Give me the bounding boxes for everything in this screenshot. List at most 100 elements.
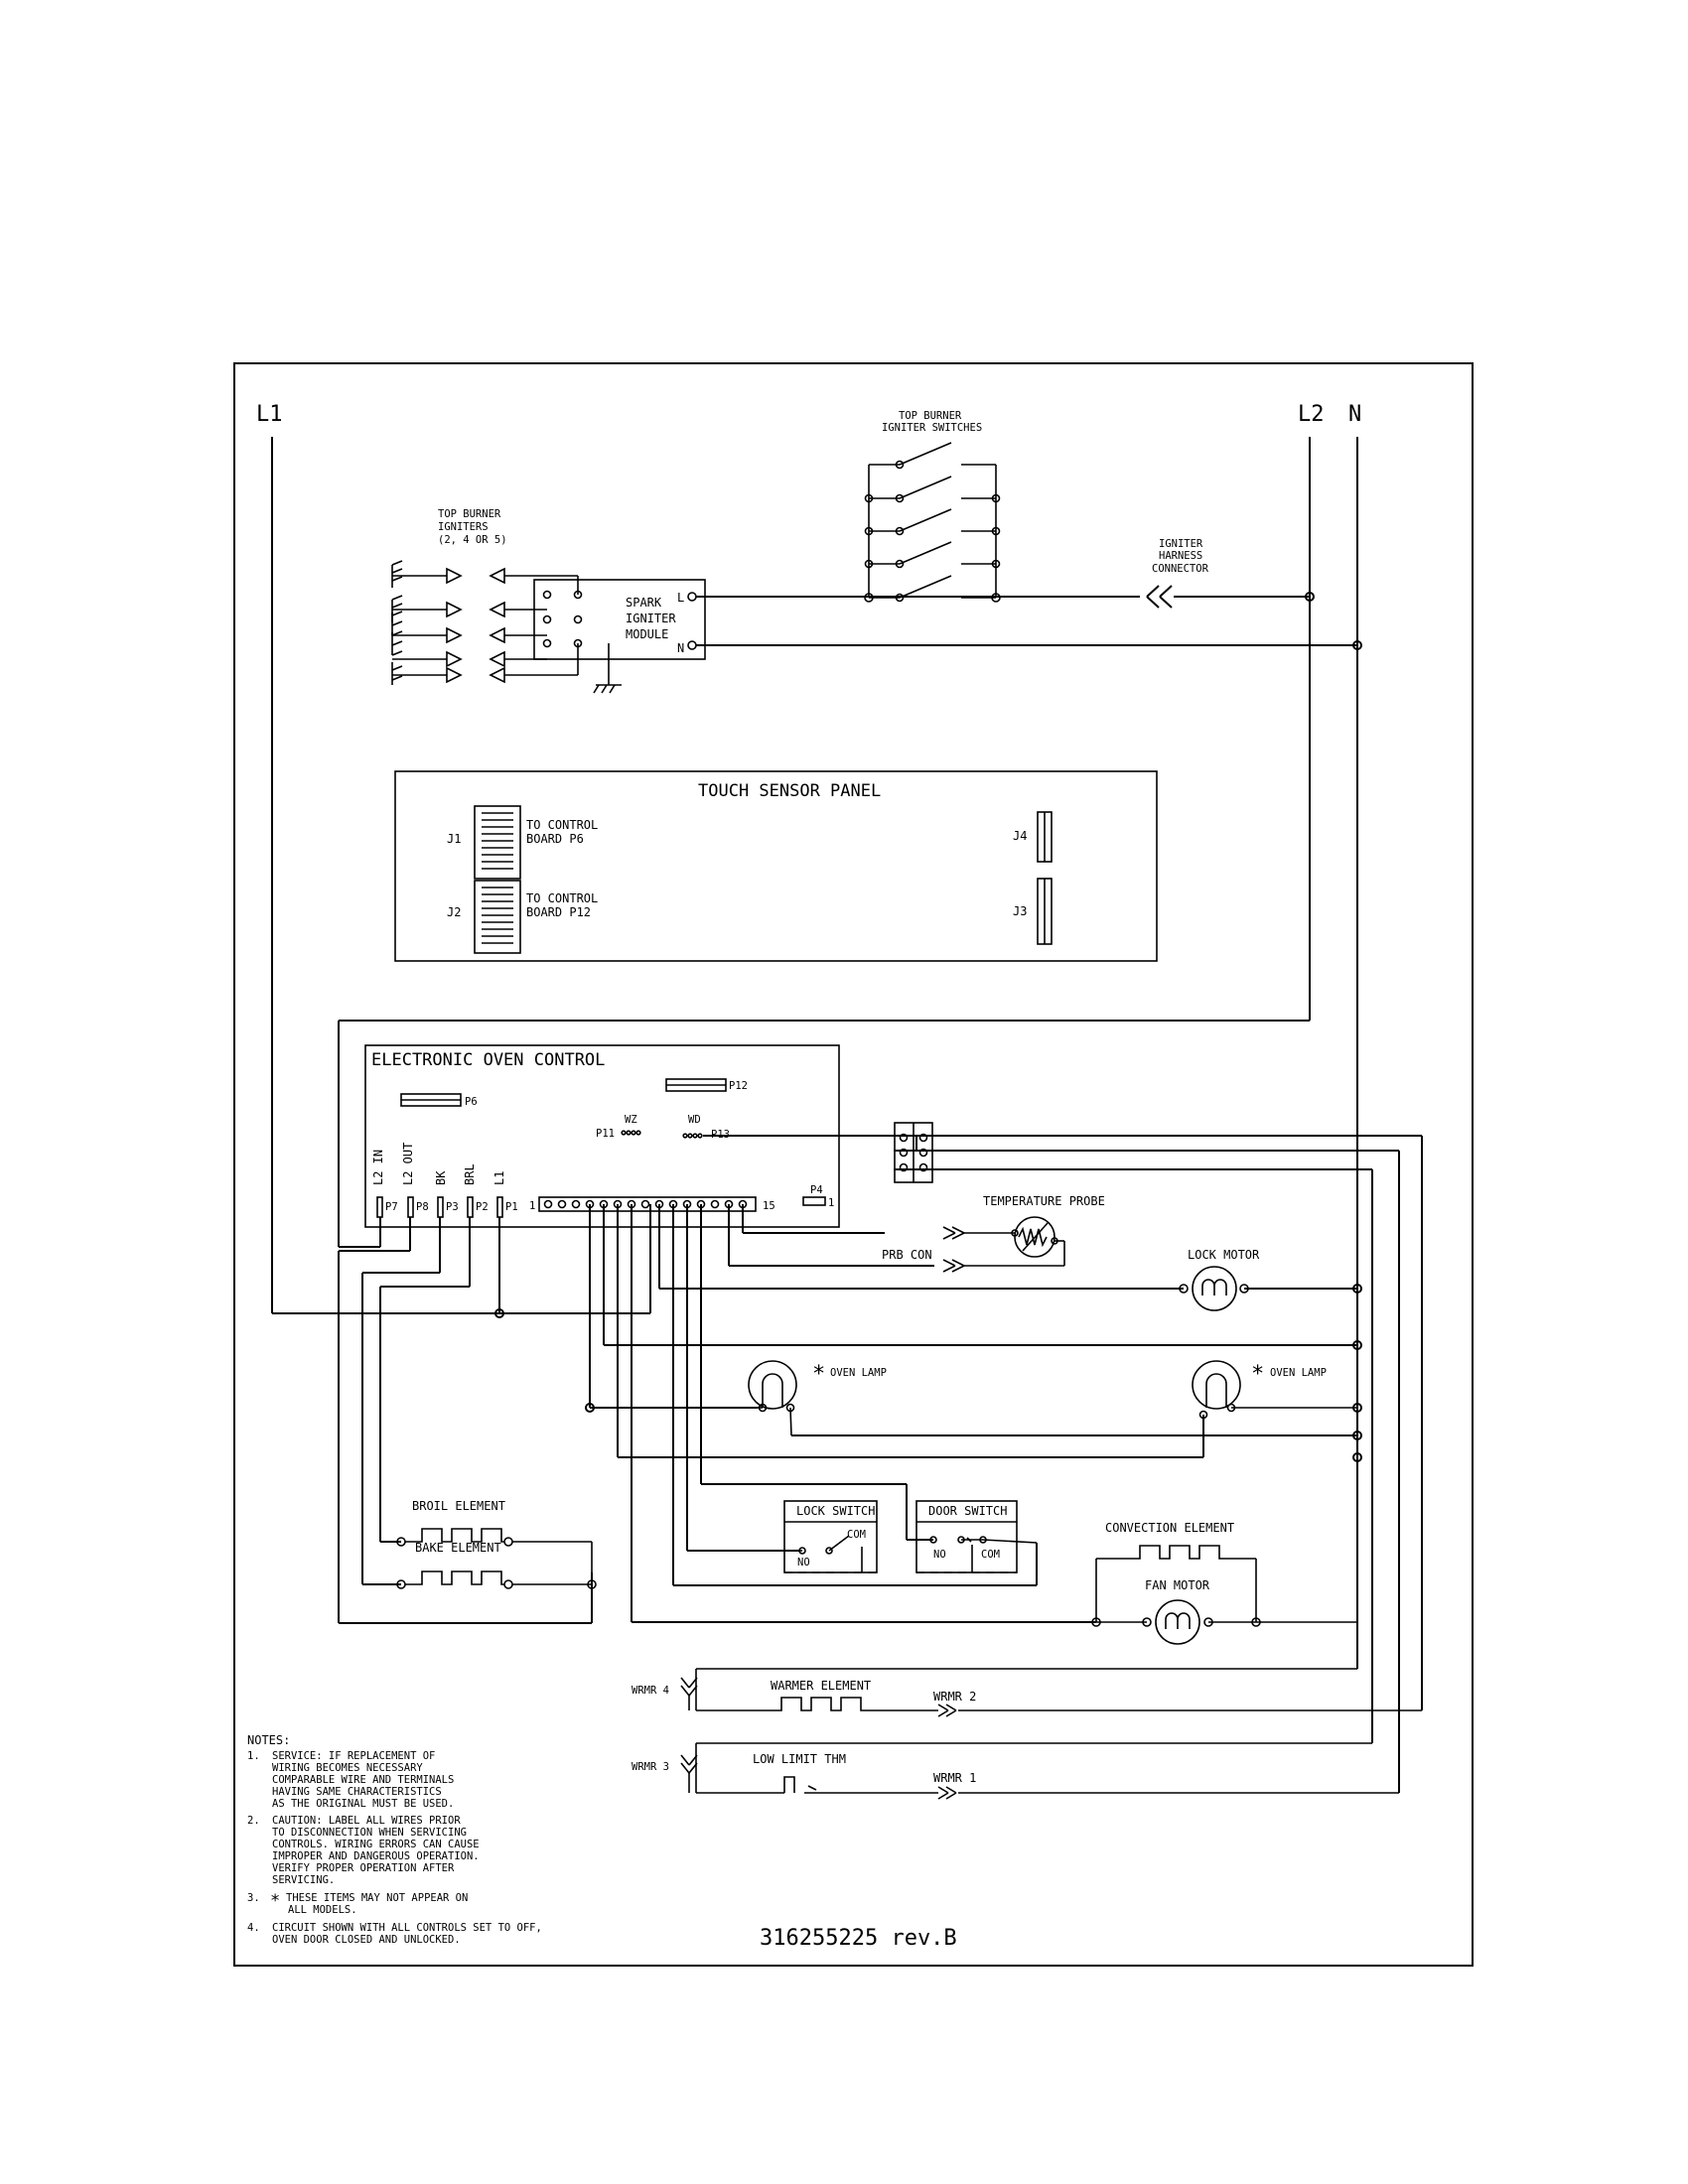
note-2-line-3: CONTROLS. WIRING ERRORS CAN CAUSE: [272, 1839, 480, 1850]
fan-motor-label: FAN MOTOR: [1145, 1578, 1210, 1592]
notes-title: NOTES:: [247, 1733, 290, 1747]
spark-module-label-1: SPARK: [626, 596, 662, 610]
n-label: N: [1348, 402, 1361, 427]
door-switch-com: COM: [981, 1549, 1000, 1561]
note-3-line-1: THESE ITEMS MAY NOT APPEAR ON: [286, 1892, 468, 1904]
wrmr4-label: WRMR 4: [632, 1685, 669, 1697]
j4-label: J4: [1013, 829, 1027, 843]
wd-label: WD: [688, 1114, 701, 1126]
p6-label: P6: [465, 1096, 478, 1108]
igniters-title: TOP BURNER: [438, 508, 501, 520]
harness-label-2: HARNESS: [1159, 550, 1202, 562]
temp-probe-label: TEMPERATURE PROBE: [983, 1194, 1105, 1208]
note-1-line-3: COMPARABLE WIRE AND TERMINALS: [272, 1774, 454, 1786]
low-limit-circuit: [680, 1742, 1399, 1800]
l1-label: L1: [256, 402, 283, 427]
l2-label: L2: [1298, 402, 1325, 427]
spark-module-label-2: IGNITER: [626, 612, 676, 625]
note-4-number: 4.: [247, 1922, 260, 1934]
note-3-number: 3.: [247, 1892, 260, 1904]
j3-label: J3: [1013, 904, 1027, 918]
note-2-line-1: CAUTION: LABEL ALL WIRES PRIOR: [272, 1815, 461, 1827]
warmer-label: WARMER ELEMENT: [771, 1679, 871, 1693]
strip-end: 15: [763, 1200, 775, 1212]
bake-label: BAKE ELEMENT: [415, 1541, 501, 1555]
door-switch-label: DOOR SWITCH: [928, 1504, 1007, 1518]
notes: NOTES: 1. SERVICE: IF REPLACEMENT OF WIR…: [247, 1733, 542, 1946]
oven-lamp-2: * OVEN LAMP: [1192, 1360, 1357, 1420]
j1-desc-1: TO CONTROL: [526, 818, 598, 832]
temperature-probe: TEMPERATURE PROBE PRB CON: [882, 1194, 1105, 1273]
top-burner-igniter-switches: TOP BURNER IGNITER SWITCHES: [864, 410, 1001, 603]
note-1-line-5: AS THE ORIGINAL MUST BE USED.: [272, 1798, 454, 1810]
note-1-line-4: HAVING SAME CHARACTERISTICS: [272, 1786, 442, 1798]
convection-element: CONVECTION ELEMENT: [1091, 1521, 1357, 1627]
lock-motor-label: LOCK MOTOR: [1188, 1248, 1260, 1262]
wrmr2-label: WRMR 2: [933, 1690, 976, 1704]
j1-desc-2: BOARD P6: [526, 832, 584, 846]
l2-feed-wire: [338, 1020, 1310, 1248]
harness-label-1: IGNITER: [1159, 538, 1203, 550]
note-4-line-2: OVEN DOOR CLOSED AND UNLOCKED.: [272, 1934, 461, 1946]
note-4-line-1: CIRCUIT SHOWN WITH ALL CONTROLS SET TO O…: [272, 1922, 542, 1934]
touch-sensor-panel: TOUCH SENSOR PANEL J1 TO CONTROL BOARD P…: [394, 770, 1158, 962]
touch-panel-title: TOUCH SENSOR PANEL: [698, 781, 881, 801]
wrmr3-label: WRMR 3: [632, 1761, 669, 1773]
plug-p1: P1: [505, 1201, 518, 1213]
p11-label: P11: [596, 1128, 615, 1140]
plug-p8: P8: [416, 1201, 429, 1213]
fan-motor: FAN MOTOR: [1096, 1578, 1256, 1645]
control-title: ELECTRONIC OVEN CONTROL: [371, 1050, 605, 1070]
spark-module-n: N: [677, 641, 684, 655]
note-2-line-6: SERVICING.: [272, 1874, 335, 1886]
spark-module-label-3: MODULE: [626, 627, 668, 641]
pin-l2-out: L2 OUT: [401, 1143, 415, 1185]
lamp-2-mark: *: [1251, 1362, 1264, 1387]
harness-label-3: CONNECTOR: [1152, 563, 1209, 575]
p4-label: P4: [810, 1184, 823, 1196]
spark-module-l: L: [677, 591, 684, 605]
broil-label: BROIL ELEMENT: [412, 1499, 505, 1513]
door-switch: DOOR SWITCH NO COM: [915, 1500, 1038, 1573]
strip-start: 1: [529, 1200, 535, 1212]
lock-switch-label: LOCK SWITCH: [796, 1504, 875, 1518]
door-switch-no: NO: [933, 1549, 946, 1561]
lamp-2-label: OVEN LAMP: [1270, 1367, 1327, 1379]
pin-bk: BK: [434, 1170, 448, 1185]
lock-motor: LOCK MOTOR: [1179, 1248, 1260, 1311]
note-1-line-1: SERVICE: IF REPLACEMENT OF: [272, 1750, 435, 1762]
broil-element: BROIL ELEMENT: [396, 1499, 593, 1584]
lock-switch-com: COM: [847, 1529, 866, 1541]
note-2-line-2: TO DISCONNECTION WHEN SERVICING: [272, 1827, 467, 1839]
igniters-title-3: (2, 4 OR 5): [438, 534, 507, 546]
pin-l2-in: L2 IN: [371, 1150, 385, 1185]
lock-switch: LOCK SWITCH COM NO: [783, 1500, 878, 1573]
note-3-line-2: ALL MODELS.: [288, 1904, 357, 1916]
bake-element: BAKE ELEMENT: [396, 1541, 597, 1589]
spark-igniter-module: SPARK IGNITER MODULE L N: [533, 579, 706, 660]
convection-label: CONVECTION ELEMENT: [1105, 1521, 1234, 1535]
terminal-strip: [538, 1196, 757, 1212]
prb-con-label: PRB CON: [882, 1248, 932, 1262]
low-limit-label: LOW LIMIT THM: [753, 1752, 846, 1766]
diagram-frame: [233, 362, 1474, 1967]
j2-label: J2: [447, 905, 461, 919]
part-number: 316255225 rev.B: [760, 1926, 957, 1951]
plug-p3: P3: [446, 1201, 459, 1213]
plug-p7: P7: [385, 1201, 398, 1213]
switches-title: TOP BURNER: [899, 410, 962, 422]
pin-brl: BRL: [463, 1163, 477, 1185]
note-1-number: 1.: [247, 1750, 260, 1762]
wz-label: WZ: [625, 1114, 637, 1126]
note-1-line-2: WIRING BECOMES NECESSARY: [272, 1762, 423, 1774]
j2-desc-1: TO CONTROL: [526, 891, 598, 905]
note-2-line-5: VERIFY PROPER OPERATION AFTER: [272, 1862, 455, 1874]
control-wiring: [272, 1135, 1423, 1793]
p4-pin: 1: [828, 1197, 834, 1209]
note-3-mark: *: [270, 1891, 280, 1911]
oven-lamp-1: * OVEN LAMP: [748, 1360, 887, 1436]
wrmr1-label: WRMR 1: [933, 1771, 976, 1785]
j1-label: J1: [447, 832, 461, 846]
pin-l1: L1: [492, 1171, 506, 1185]
